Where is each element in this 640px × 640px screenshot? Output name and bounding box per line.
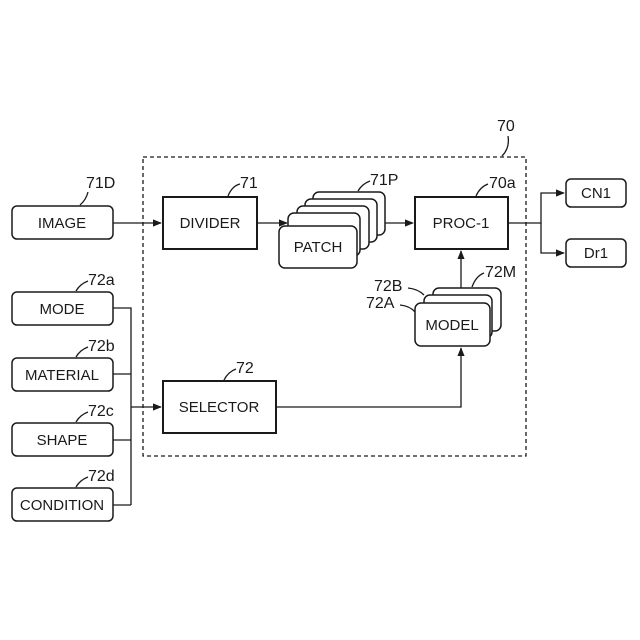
selector-label: SELECTOR (179, 399, 260, 416)
material-label: MATERIAL (25, 367, 99, 384)
divider-ref: 71 (240, 175, 258, 192)
divider-ref-leader (228, 184, 240, 196)
material-ref-leader (76, 347, 88, 357)
model-a-ref-leader (400, 305, 415, 312)
mode-label: MODE (40, 301, 85, 318)
mode-ref: 72a (88, 272, 115, 289)
dr1-label: Dr1 (584, 245, 608, 262)
shape-ref: 72c (88, 403, 114, 420)
condition-ref-leader (76, 477, 88, 487)
material-ref: 72b (88, 338, 115, 355)
arrow-proc-to-dr1 (541, 223, 564, 253)
proc-ref: 70a (489, 175, 516, 192)
condition-ref: 72d (88, 468, 115, 485)
model-a-ref: 72A (366, 295, 395, 312)
model-b-ref: 72B (374, 278, 402, 295)
model-label: MODEL (425, 317, 478, 334)
image-label: IMAGE (38, 215, 86, 232)
patch-label: PATCH (294, 239, 343, 256)
patch-ref: 71P (370, 172, 398, 189)
system-ref: 70 (497, 118, 515, 135)
image-ref-leader (80, 192, 88, 205)
selector-ref: 72 (236, 360, 254, 377)
divider-label: DIVIDER (180, 215, 241, 232)
model-ref-leader (472, 273, 484, 287)
model-ref: 72M (485, 264, 516, 281)
patch-ref-leader (358, 181, 370, 191)
image-ref: 71D (86, 175, 115, 192)
arrow-selector-to-model (276, 348, 461, 407)
proc-ref-leader (476, 184, 488, 196)
cn1-label: CN1 (581, 185, 611, 202)
mode-ref-leader (76, 281, 88, 291)
shape-label: SHAPE (37, 432, 88, 449)
model-b-ref-leader (408, 288, 424, 295)
arrow-proc-to-cn1 (508, 193, 564, 223)
shape-ref-leader (76, 412, 88, 422)
system-ref-leader (502, 136, 508, 156)
bus-mode (113, 308, 131, 505)
condition-label: CONDITION (20, 497, 104, 514)
proc-label: PROC-1 (433, 215, 490, 232)
selector-ref-leader (224, 369, 236, 380)
